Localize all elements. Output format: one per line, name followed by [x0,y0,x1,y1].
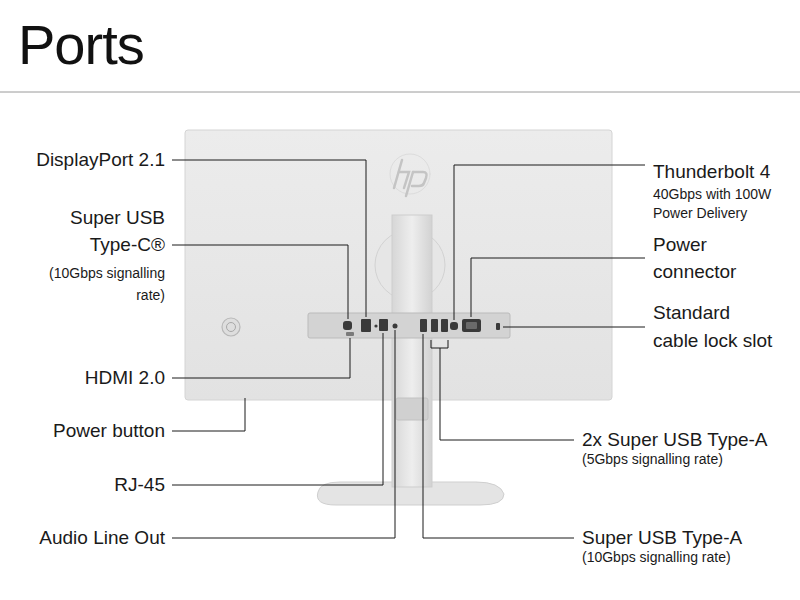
leader-line [172,333,383,485]
callout-slot: (10Gbps signalling rate) [582,548,792,567]
logo-stroke [399,172,409,188]
callout-slot: (5Gbps signalling rate) [582,450,792,469]
callout-slot: (10Gbps signalling rate) [35,262,165,306]
logo-stroke [406,172,413,196]
callout-label: Super USB Type-A [582,526,792,549]
callout-label: Power button [5,419,165,442]
callout-slot: Thunderbolt 4 [653,160,793,183]
callout-label: HDMI 2.0 [5,366,165,389]
power-connector [462,319,481,332]
logo-stroke [394,160,402,188]
usb-a-port [431,319,438,332]
callout-slot: Super USB Type-A [582,526,792,549]
callout-slot: Standard cable lock slot [653,299,777,355]
indicator-dot [374,324,377,327]
callout-slot: Audio Line Out [5,526,165,549]
usb-a-port [441,319,448,332]
callout-slot: RJ-45 [5,473,165,496]
callout-label: DisplayPort 2.1 [0,148,165,171]
leader-line [440,348,574,440]
title-slot: Ports [18,12,144,78]
leader-line [172,338,350,378]
power-button [222,318,240,336]
port-row [343,319,500,336]
callout-label: (10Gbps signalling rate) [35,262,165,306]
stand-neck [392,215,432,487]
leader-line [172,160,366,317]
callout-label: Audio Line Out [5,526,165,549]
leader-line [172,245,348,319]
hdmi-port [346,332,354,336]
callout-label: RJ-45 [5,473,165,496]
callout-label: 40Gbps with 100W Power Delivery [653,185,781,223]
leader-line [172,330,395,538]
callout-label: Standard cable lock slot [653,299,777,355]
callout-slot: HDMI 2.0 [5,366,165,389]
power-connector-pins [466,322,477,329]
callout-slot: Power button [5,419,165,442]
callout-label: 2x Super USB Type-A [582,428,792,451]
leader-line [454,165,645,320]
power-button [227,323,236,332]
logo-stroke [412,172,427,186]
bracket [431,340,448,348]
title-rule [0,92,800,93]
callout-slot: Super USB Type-C® [41,204,165,258]
lock-slot [496,323,500,330]
callout-slot: 2x Super USB Type-A [582,428,792,451]
usb-a-port [420,319,427,332]
callout-slot: Power connector [653,231,763,285]
audio-jack [393,324,398,329]
callout-label: (5Gbps signalling rate) [582,450,792,469]
callout-slot: 40Gbps with 100W Power Delivery [653,185,781,223]
callout-label: Super USB Type-C® [41,204,165,258]
usb-c-port [343,321,352,330]
brand-logo [390,154,430,196]
rj45-port [379,319,388,331]
leader-line [503,327,645,328]
leader-line [423,334,574,538]
thunderbolt-port [450,322,458,330]
port-panel [308,313,510,338]
callout-label: Power connector [653,231,763,285]
callout-slot: DisplayPort 2.1 [0,148,165,171]
displayport-port [361,319,371,332]
leader-line [172,398,245,431]
leader-line [471,258,645,317]
callout-label: Thunderbolt 4 [653,160,793,183]
callout-label: (10Gbps signalling rate) [582,548,792,567]
leader-lines [172,160,645,538]
page-title: Ports [18,12,144,78]
logo-ring [390,154,430,194]
